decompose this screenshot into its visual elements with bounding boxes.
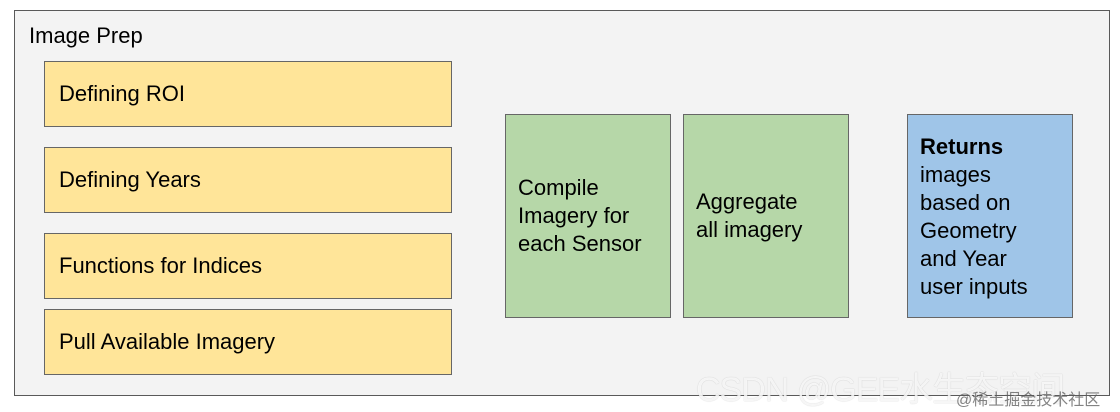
returns-box: Returns images based on Geometry and Yea… [907,114,1073,318]
returns-line: based on [920,190,1011,215]
returns-line: user inputs [920,274,1028,299]
step-defining-years: Defining Years [44,147,452,213]
step-defining-roi: Defining ROI [44,61,452,127]
compile-line: Imagery for [518,203,630,228]
aggregate-line: all imagery [696,217,803,242]
watermark-juejin: @稀土掘金技术社区 [956,392,1101,409]
compile-line: Compile [518,175,599,200]
image-prep-title: Image Prep [29,23,143,48]
step-label: Defining Years [59,167,201,192]
aggregate-imagery-box: Aggregate all imagery [683,114,849,318]
compile-line: each Sensor [518,231,642,256]
returns-line: images [920,162,991,187]
step-functions-for-indices: Functions for Indices [44,233,452,299]
returns-line: Geometry [920,218,1017,243]
step-label: Functions for Indices [59,253,262,278]
step-pull-available-imagery: Pull Available Imagery [44,309,452,375]
step-label: Defining ROI [59,81,185,106]
step-label: Pull Available Imagery [59,329,276,354]
compile-imagery-box: Compile Imagery for each Sensor [505,114,671,318]
aggregate-line: Aggregate [696,189,798,214]
returns-heading: Returns [920,134,1004,159]
returns-line: and Year [920,246,1007,271]
watermark-csdn: CSDN @GEE水生态空间 [696,371,1065,409]
